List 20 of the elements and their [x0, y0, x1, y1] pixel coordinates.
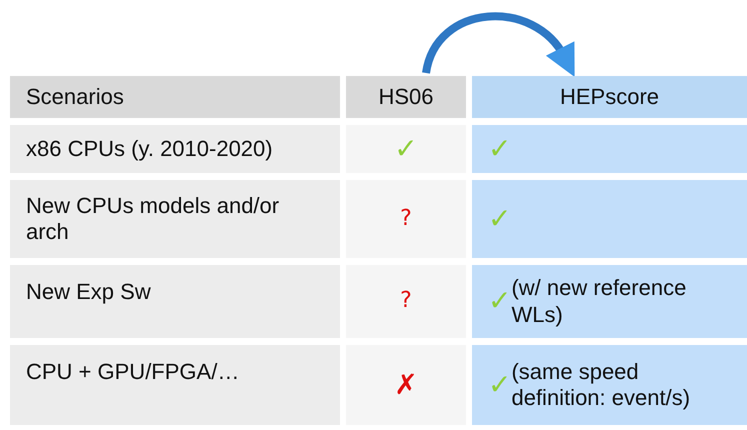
question-mark: ?	[400, 206, 412, 232]
header-text: HEPscore	[560, 84, 660, 110]
cell-text: CPU + GPU/FPGA/…	[26, 359, 240, 386]
cell-text: x86 CPUs (y. 2010-2020)	[26, 136, 273, 162]
header-cell	[472, 76, 747, 118]
cell-text: (same speed definition: event/s)	[511, 358, 692, 412]
check-mark: ✓	[488, 286, 512, 317]
cell-text: (w/ new reference WLs)	[511, 275, 688, 328]
question-mark: ?	[400, 289, 412, 314]
curved-arrow	[422, 12, 577, 76]
header-text: Scenarios	[26, 84, 124, 110]
check-mark: ✓	[394, 134, 418, 164]
cell-text: New Exp Sw	[26, 279, 151, 306]
check-mark: ✓	[488, 134, 512, 164]
header-cell	[346, 76, 466, 118]
cell-text: New CPUs models and/or arch	[26, 192, 280, 246]
check-mark: ✓	[488, 370, 512, 400]
cross-mark: ✗	[394, 370, 418, 400]
header-text: HS06	[378, 84, 434, 110]
check-mark: ✓	[488, 204, 512, 234]
